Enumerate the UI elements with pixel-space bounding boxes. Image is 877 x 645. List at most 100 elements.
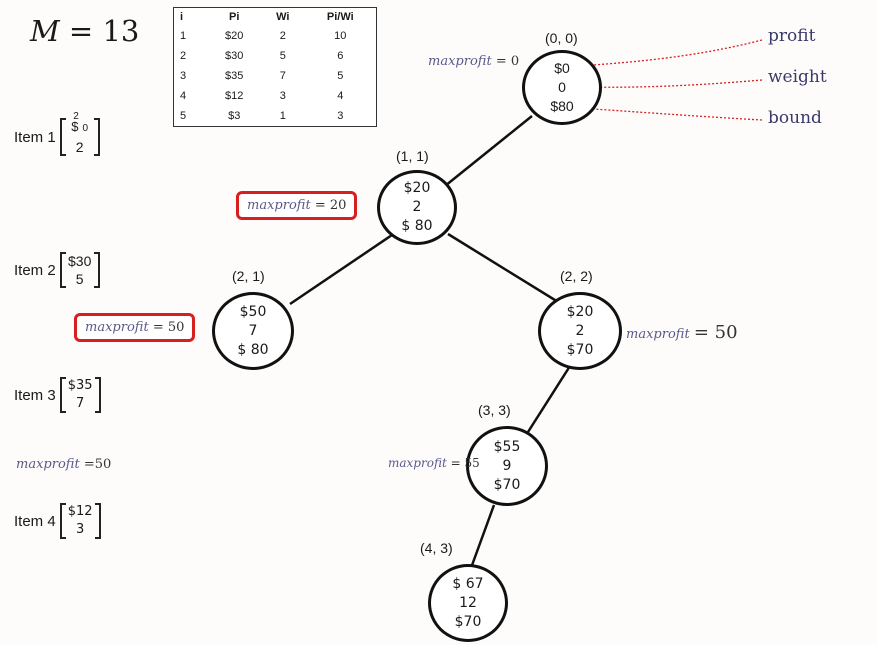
arrow-profit (576, 39, 763, 71)
item-2-label: Item 2 (14, 261, 56, 279)
item-3-label: Item 3 (14, 386, 56, 404)
table-row: 2 $30 5 6 (174, 46, 377, 66)
cell: 3 (279, 90, 286, 102)
item-3: Item 3 $35 7 (14, 377, 101, 413)
node-33-maxprofit-value: = 55 (450, 456, 480, 470)
node-33-profit: $55 (493, 438, 521, 455)
cell: 5 (279, 50, 286, 62)
node-22-label: (2, 2) (560, 268, 593, 284)
node-33-maxprofit: maxprofit = 55 (388, 456, 480, 470)
edge-11-22 (447, 232, 564, 307)
node-21-maxprofit-value: = 50 (152, 320, 185, 335)
node-21-label: (2, 1) (232, 268, 265, 284)
legend-bound: bound (768, 108, 822, 128)
cell: $20 (225, 30, 244, 42)
item-2-top: $30 (68, 253, 92, 269)
header-ratio: Pi/Wi (326, 11, 354, 23)
node-11-maxprofit: maxprofit = 20 (236, 191, 358, 220)
cell: $35 (225, 70, 244, 82)
item-1-top-symbol: $ (71, 119, 79, 134)
node-21-weight: 7 (248, 322, 258, 339)
node-00-bound: $80 (550, 98, 574, 114)
edge-11-21 (289, 233, 393, 306)
node-21-bound: $ 80 (237, 341, 269, 358)
node-11-maxprofit-value: = 20 (314, 198, 347, 213)
node-22-weight: 2 (575, 322, 585, 339)
capacity-symbol: M (30, 14, 60, 48)
item-2: Item 2 $30 5 (14, 252, 100, 288)
cell: 3 (180, 70, 187, 82)
node-11-label: (1, 1) (396, 148, 429, 164)
node-22-bound: $70 (566, 341, 594, 358)
node-11-bound: $ 80 (401, 218, 433, 234)
maxprofit-note: maxprofit =50 (16, 457, 111, 472)
cell: 2 (279, 30, 286, 42)
node-21: $50 7 $ 80 (212, 292, 294, 370)
item-4-label: Item 4 (14, 512, 56, 530)
cell: 2 (180, 50, 187, 62)
item-3-top: $35 (67, 378, 93, 393)
item-4-top: $12 (67, 504, 93, 519)
item-1-bottom: 2 (75, 139, 84, 155)
node-11-maxprofit-label: maxprofit (247, 198, 311, 213)
cell: 6 (337, 50, 344, 62)
node-22-profit: $20 (566, 303, 594, 320)
node-33-label: (3, 3) (478, 402, 511, 418)
arrow-weight (576, 79, 763, 93)
table-row: 5 $3 1 3 (174, 106, 377, 127)
cell: 7 (279, 70, 286, 82)
node-00-label: (0, 0) (545, 30, 578, 46)
cell: $12 (225, 90, 244, 102)
node-21-maxprofit-label: maxprofit (85, 320, 149, 335)
node-22: $20 2 $70 (538, 292, 622, 370)
header-i: i (180, 11, 184, 23)
node-43: $ 67 12 $70 (428, 564, 508, 642)
table-row: 3 $35 7 5 (174, 66, 377, 86)
node-33-maxprofit-label: maxprofit (388, 456, 447, 470)
cell: 3 (337, 110, 344, 122)
table-row: 4 $12 3 4 (174, 86, 377, 106)
item-4: Item 4 $12 3 (14, 503, 101, 539)
node-00-profit: $0 (554, 60, 570, 76)
item-4-vector: $12 3 (59, 503, 101, 539)
header-wi: Wi (276, 11, 290, 23)
node-00-maxprofit-label: maxprofit (428, 54, 492, 69)
node-22-maxprofit-value: = 50 (693, 322, 738, 343)
node-21-maxprofit: maxprofit = 50 (74, 313, 196, 342)
item-1-label: Item 1 (14, 128, 56, 146)
node-11-profit: $20 (403, 180, 431, 196)
legend-weight: weight (768, 67, 827, 87)
node-43-label: (4, 3) (420, 540, 453, 556)
cell: 1 (180, 30, 187, 42)
node-00-weight: 0 (558, 79, 566, 95)
item-1-top-sup: 2 (73, 111, 79, 122)
maxprofit-note-value: 50 (94, 457, 112, 472)
node-33-bound: $70 (493, 476, 521, 493)
capacity-label: M = 13 (30, 14, 139, 48)
capacity-equals: = (68, 14, 94, 48)
node-00-maxprofit: maxprofit = 0 (428, 54, 519, 69)
node-33-weight: 9 (502, 457, 512, 474)
cell: $30 (225, 50, 244, 62)
capacity-value: 13 (102, 14, 140, 48)
cell: 1 (279, 110, 286, 122)
cell: 5 (180, 110, 187, 122)
item-1-top-extra: 0 (82, 123, 89, 134)
table-row: 1 $20 2 10 (174, 26, 377, 46)
cell: 5 (337, 70, 344, 82)
node-11-weight: 2 (412, 199, 422, 215)
node-22-maxprofit-label: maxprofit (626, 327, 690, 342)
node-43-bound: $70 (454, 613, 482, 630)
table-header-row: i Pi Wi Pi/Wi (174, 8, 377, 27)
node-22-maxprofit: maxprofit = 50 (626, 322, 738, 343)
cell: 4 (180, 90, 187, 102)
legend-profit: profit (768, 26, 816, 46)
cell: $3 (228, 110, 241, 122)
node-43-profit: $ 67 (452, 575, 484, 592)
node-00-maxprofit-value: = 0 (495, 54, 520, 69)
edge-00-11 (444, 115, 533, 187)
items-table: i Pi Wi Pi/Wi 1 $20 2 10 2 $30 5 6 3 $35… (173, 7, 377, 127)
